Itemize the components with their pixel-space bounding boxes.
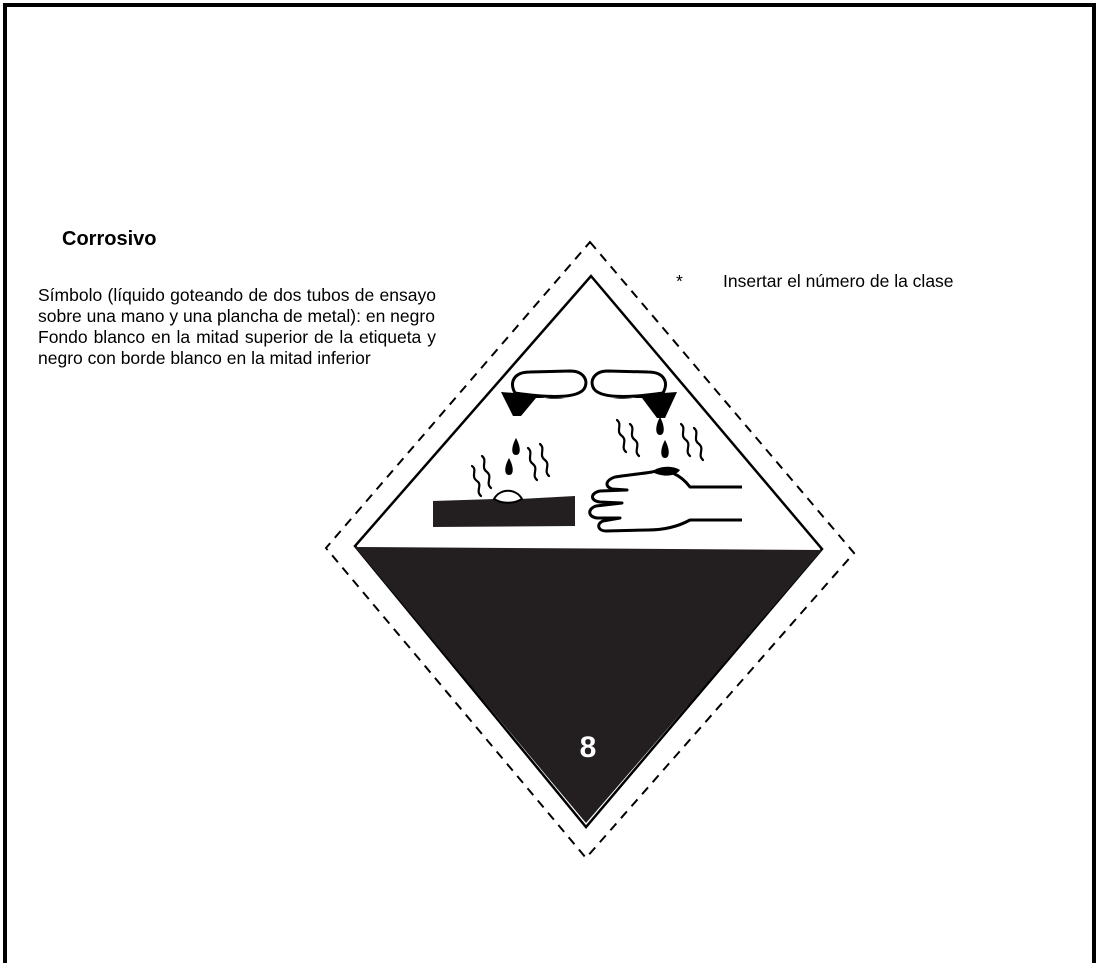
corrosive-hazard-label: 8 [320,236,860,866]
section-heading: Corrosivo [62,228,156,251]
class-number: 8 [580,731,597,764]
label-lower-half [355,547,822,823]
